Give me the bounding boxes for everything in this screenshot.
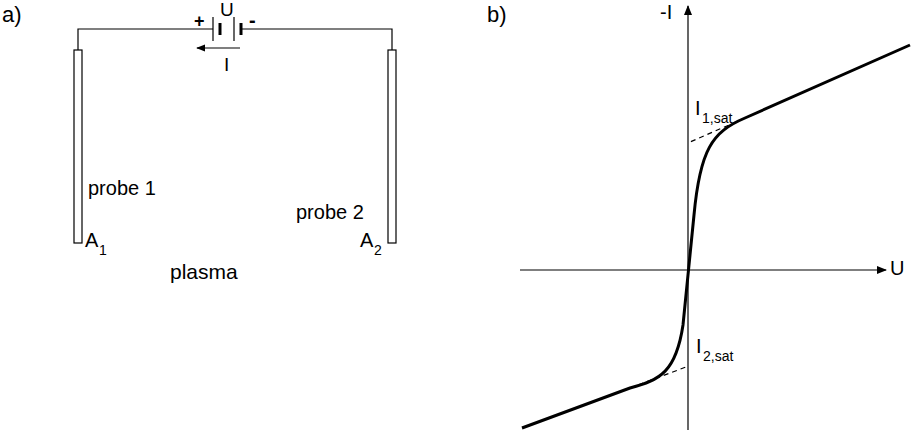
- axis-label: -I: [660, 2, 672, 22]
- panel-letter: a): [2, 4, 22, 26]
- area-label: A: [85, 230, 98, 250]
- current-arrow: [197, 47, 240, 48]
- voltage-label: U: [220, 0, 234, 19]
- probe-label: probe 1: [88, 178, 156, 198]
- y-axis: [687, 6, 688, 430]
- saturation-label: I: [696, 336, 702, 356]
- plasma-region: plasma: [8, 165, 448, 315]
- subscript: 2: [374, 243, 382, 257]
- x-axis: [520, 269, 886, 270]
- subscript: 1,sat: [702, 111, 732, 125]
- panel-letter: b): [487, 4, 507, 26]
- wire: [241, 29, 392, 50]
- probe-rod: [74, 50, 82, 243]
- polarity-sign: +: [194, 12, 205, 30]
- subscript: 1: [99, 243, 107, 257]
- region-label: plasma: [170, 261, 238, 282]
- axis-label: U: [890, 258, 904, 278]
- polarity-sign: -: [249, 10, 256, 30]
- plasma-outline: [8, 165, 448, 315]
- subscript: 2,sat: [703, 349, 733, 363]
- battery-symbol: [213, 17, 241, 41]
- saturation-extrapolation: [630, 367, 686, 388]
- probe-label: probe 2: [296, 202, 364, 222]
- area-label: A: [360, 230, 373, 250]
- iv-curve: [522, 45, 910, 428]
- probe-rod: [388, 50, 396, 243]
- wire: [78, 29, 213, 50]
- saturation-label: I: [695, 98, 701, 118]
- current-label: I: [224, 55, 229, 74]
